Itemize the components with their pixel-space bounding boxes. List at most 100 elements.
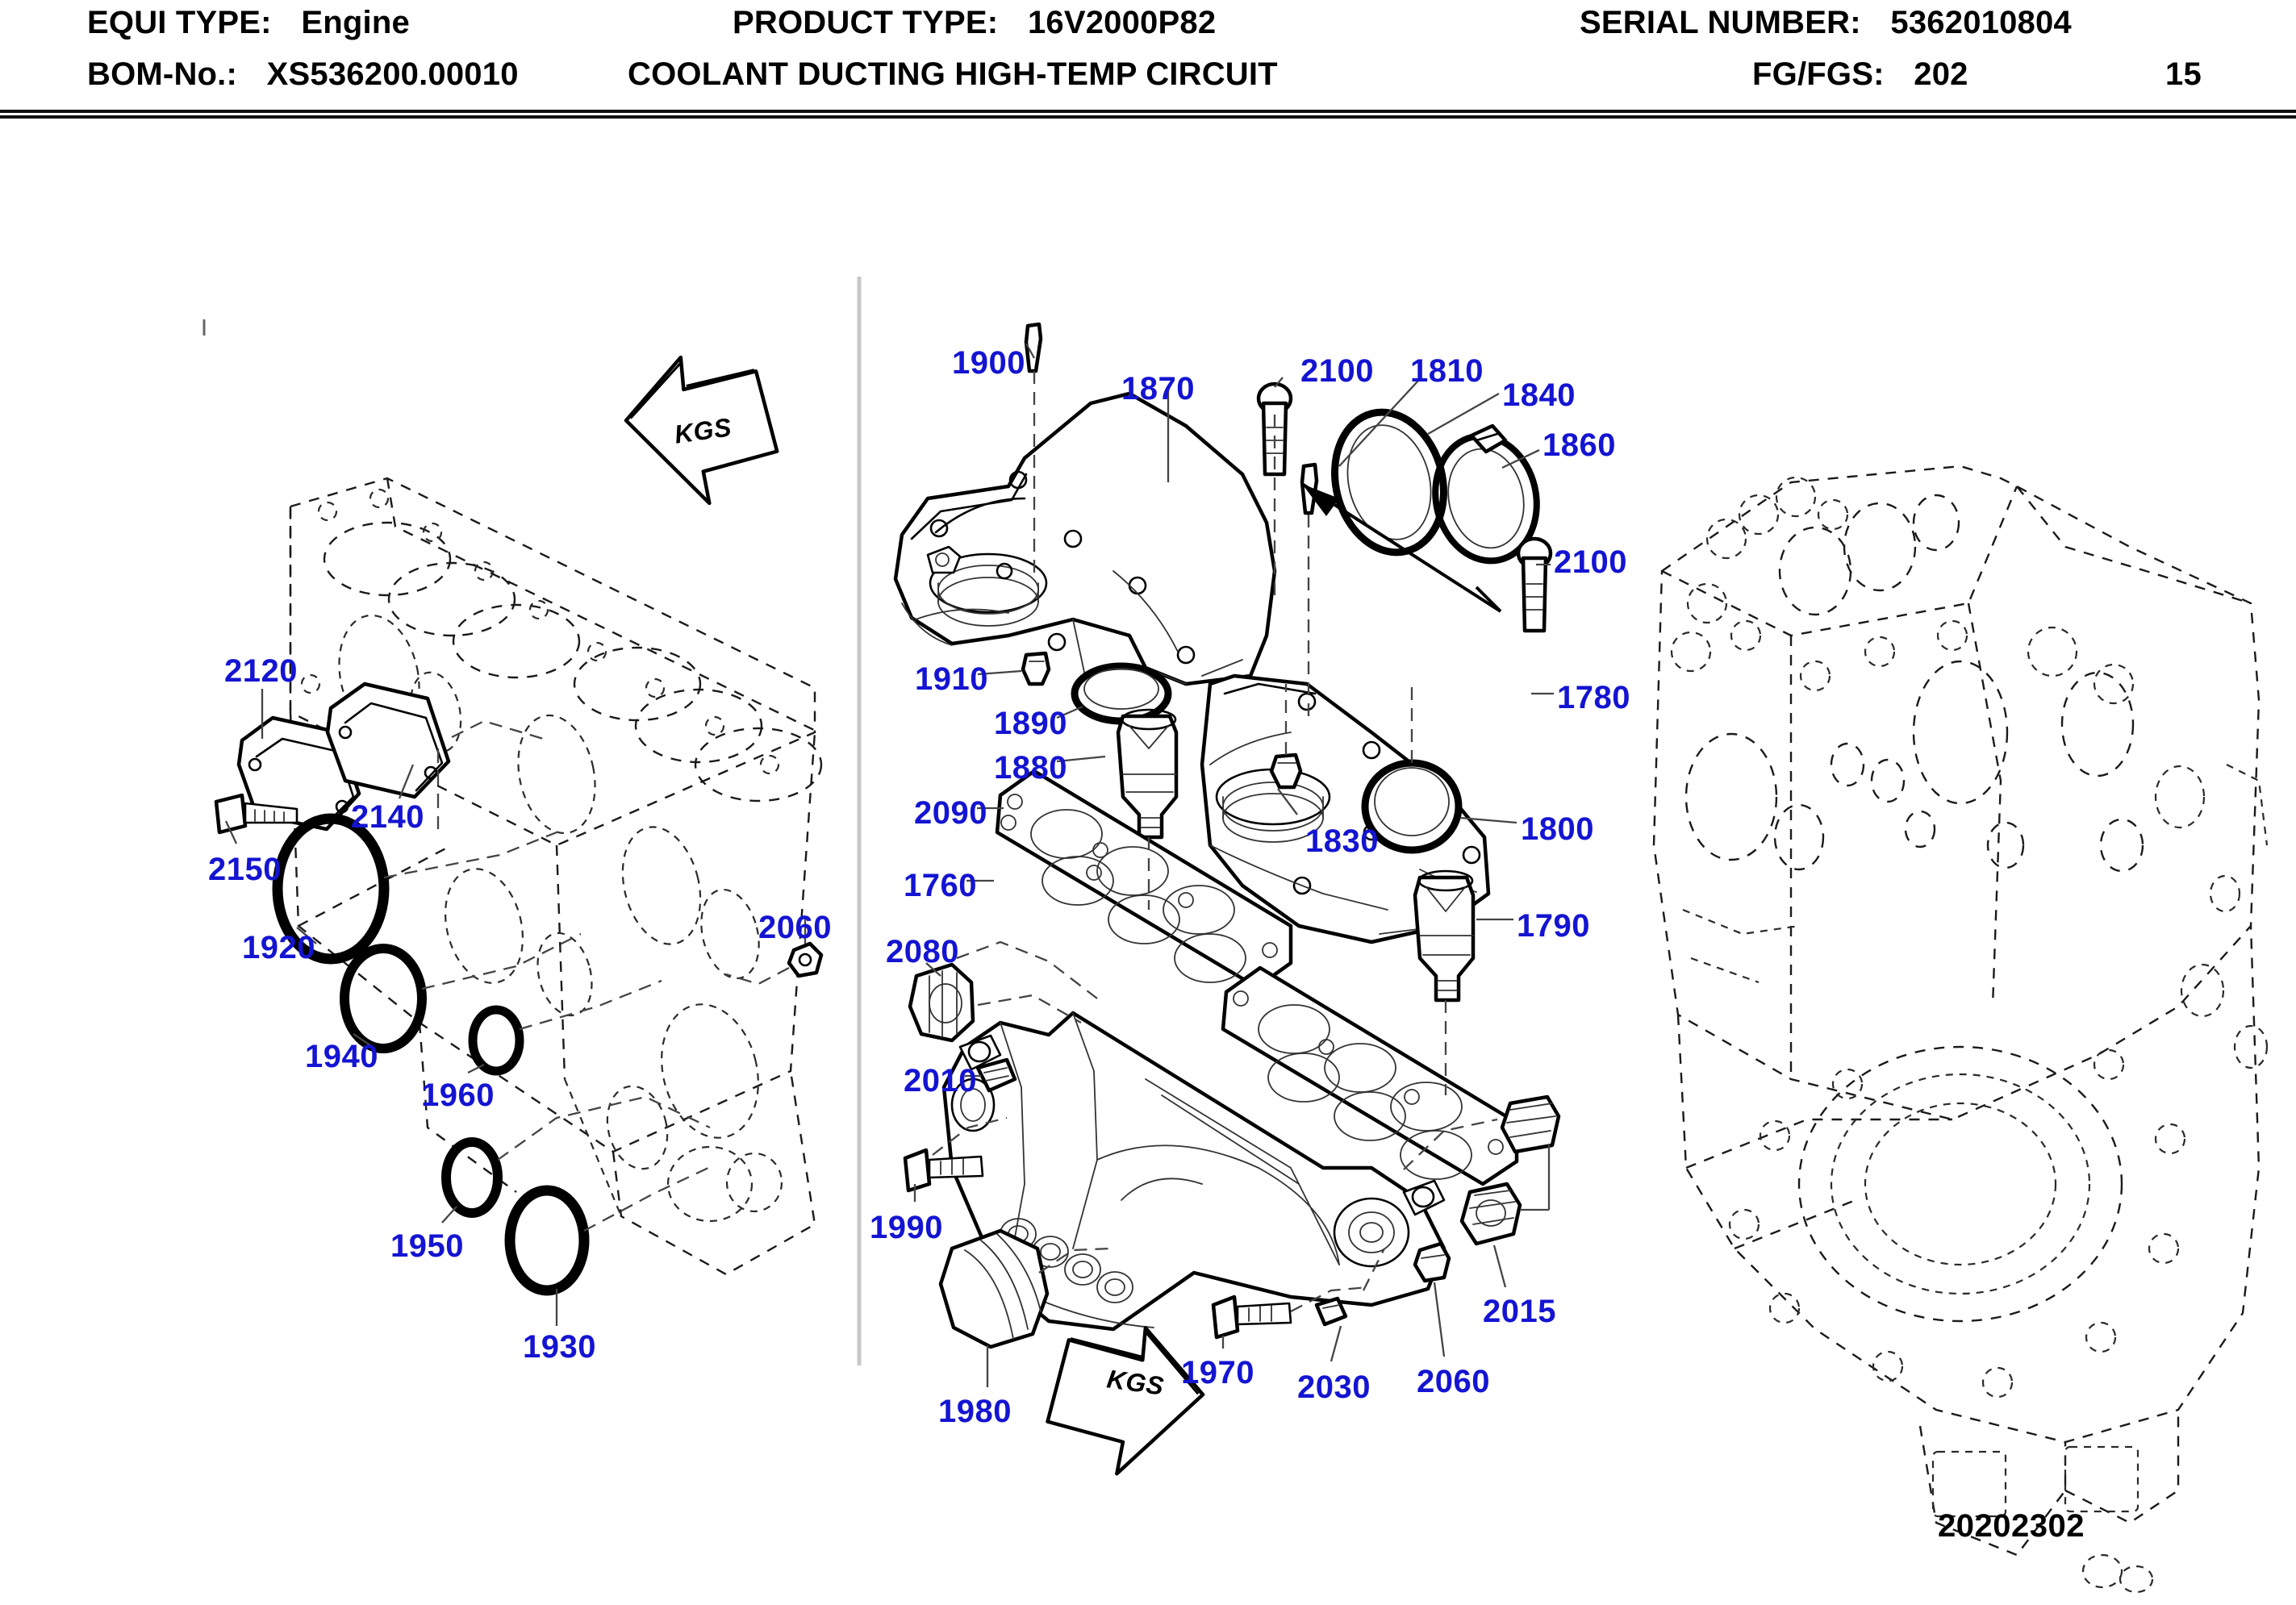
- part-1790-thermostat: [1413, 869, 1476, 1003]
- callout-2060-right[interactable]: 2060: [1417, 1364, 1490, 1399]
- part-1910-plug: [1021, 651, 1051, 686]
- part-1890-seal-ring: [1071, 662, 1172, 725]
- part-2100-bolt-right: [1516, 536, 1553, 633]
- callout-1920[interactable]: 1920: [242, 930, 315, 965]
- callout-2140[interactable]: 2140: [351, 799, 424, 835]
- part-2140-gasket-plate: [325, 682, 451, 799]
- leader-1840: [1427, 393, 1500, 435]
- callout-2060-left[interactable]: 2060: [758, 910, 832, 945]
- callout-1930[interactable]: 1930: [523, 1329, 596, 1365]
- right-phantom-engine-block: [1652, 465, 2269, 1594]
- callout-1980[interactable]: 1980: [938, 1394, 1012, 1429]
- part-1830-plug: [1269, 752, 1303, 790]
- leader-1950: [441, 1206, 457, 1224]
- kgs-arrow-left: [624, 355, 779, 506]
- part-1990-bolt: [903, 1148, 984, 1193]
- callout-2015[interactable]: 2015: [1483, 1294, 1556, 1329]
- left-phantom-cylinder-head: [289, 477, 823, 1276]
- part-2120-cover-plate: [236, 715, 361, 832]
- leader-1800: [1459, 816, 1517, 824]
- callout-1890[interactable]: 1890: [994, 706, 1067, 741]
- callout-1960[interactable]: 1960: [421, 1078, 495, 1113]
- equi-type-value: Engine: [301, 5, 410, 40]
- callout-2080[interactable]: 2080: [886, 934, 959, 969]
- part-1980-end-cap: [938, 1228, 1050, 1349]
- kgs-arrow-right: [1046, 1326, 1205, 1476]
- technical-drawing-canvas: .sl { fill:none; stroke:#000; stroke-wid…: [202, 277, 2269, 1594]
- leader-1910: [977, 669, 1022, 676]
- leader-2150: [224, 820, 238, 844]
- leader-2080: [925, 962, 941, 977]
- leader-2015: [1492, 1244, 1507, 1288]
- exploded-parts-diagram: .sl { fill:none; stroke:#000; stroke-wid…: [0, 119, 2296, 1605]
- fgfgs-label: FG/FGS:: [1752, 56, 1885, 92]
- part-1940-o-ring: [340, 944, 427, 1053]
- header-row-bottom: BOM-No.: XS536200.00010 COOLANT DUCTING …: [0, 53, 2296, 103]
- leader-1890: [1056, 705, 1083, 719]
- callout-1790[interactable]: 1790: [1517, 908, 1590, 944]
- leader-1900: [1025, 343, 1036, 359]
- serial-number-field: SERIAL NUMBER: 5362010804: [1580, 2, 2072, 44]
- callout-1760[interactable]: 1760: [904, 868, 977, 903]
- page-header: EQUI TYPE: Engine PRODUCT TYPE: 16V2000P…: [0, 0, 2296, 119]
- part-1950-o-ring: [441, 1137, 503, 1218]
- part-1880-thermostat: [1116, 708, 1179, 840]
- part-2090-gasket-upper: [995, 769, 1293, 990]
- callout-1910[interactable]: 1910: [915, 661, 988, 697]
- callout-1810[interactable]: 1810: [1410, 353, 1484, 389]
- part-1780-coolant-duct-housing: [1200, 673, 1491, 944]
- part-2010-clip: [975, 1057, 1017, 1093]
- part-1870-coolant-duct-housing: [893, 391, 1277, 686]
- callout-1880[interactable]: 1880: [994, 750, 1067, 786]
- leader-1830: [1277, 788, 1298, 815]
- leader-1810: [1338, 380, 1419, 467]
- part-2080-plug: [908, 962, 975, 1043]
- part-2150-bolt: [214, 793, 298, 835]
- callout-1990[interactable]: 1990: [870, 1210, 943, 1245]
- callout-1870[interactable]: 1870: [1121, 371, 1195, 406]
- callout-1940[interactable]: 1940: [305, 1039, 378, 1074]
- callout-1800[interactable]: 1800: [1521, 811, 1594, 847]
- callout-2090[interactable]: 2090: [914, 795, 987, 831]
- header-divider-rule: [0, 110, 2296, 119]
- part-2030-clip: [1314, 1296, 1348, 1327]
- fgfgs-value: 202: [1914, 56, 1968, 92]
- product-type-value: 16V2000P82: [1027, 5, 1217, 40]
- assembly-direction-arrow: [1302, 484, 1339, 516]
- part-2060-left-fastener: [787, 941, 824, 978]
- header-row-top: EQUI TYPE: Engine PRODUCT TYPE: 16V2000P…: [0, 2, 2296, 52]
- leader-1960: [467, 1063, 485, 1074]
- callout-1860[interactable]: 1860: [1542, 427, 1616, 463]
- leader-1940: [353, 1033, 374, 1048]
- callout-2010[interactable]: 2010: [904, 1063, 977, 1098]
- fgfgs-field: FG/FGS: 202: [1752, 53, 1968, 95]
- leader-1860: [1501, 448, 1540, 469]
- part-2015-washer: [1500, 1094, 1561, 1154]
- leader-1920: [296, 927, 317, 944]
- drawing-number: 20202302: [1938, 1508, 2085, 1544]
- callout-2030[interactable]: 2030: [1297, 1369, 1371, 1405]
- part-1930-o-ring: [504, 1185, 590, 1296]
- callout-1950[interactable]: 1950: [390, 1228, 464, 1264]
- serial-number-value: 5362010804: [1890, 5, 2072, 40]
- callout-1970[interactable]: 1970: [1181, 1355, 1254, 1390]
- page-number: 15: [2165, 56, 2202, 92]
- callout-1900[interactable]: 1900: [952, 345, 1025, 381]
- part-1900-pin: [1024, 322, 1043, 373]
- callout-2100-top[interactable]: 2100: [1300, 353, 1374, 389]
- bom-number-field: BOM-No.: XS536200.00010: [87, 53, 519, 95]
- callout-2120[interactable]: 2120: [224, 653, 298, 689]
- callout-1780[interactable]: 1780: [1557, 680, 1630, 715]
- product-type-label: PRODUCT TYPE:: [733, 5, 999, 40]
- leader-2140: [398, 764, 415, 799]
- part-1960-o-ring: [468, 1005, 524, 1076]
- part-1800-seal-ring: [1361, 759, 1463, 854]
- callout-2150[interactable]: 2150: [208, 852, 282, 887]
- callout-1840[interactable]: 1840: [1502, 377, 1576, 413]
- part-1970-bolt: [1211, 1294, 1292, 1340]
- callout-2100-right[interactable]: 2100: [1554, 544, 1627, 580]
- leader-2100-top: [1274, 377, 1284, 388]
- page-title: COOLANT DUCTING HIGH-TEMP CIRCUIT: [628, 56, 1278, 92]
- bom-number-label: BOM-No.:: [87, 56, 237, 92]
- callout-1830[interactable]: 1830: [1305, 823, 1379, 859]
